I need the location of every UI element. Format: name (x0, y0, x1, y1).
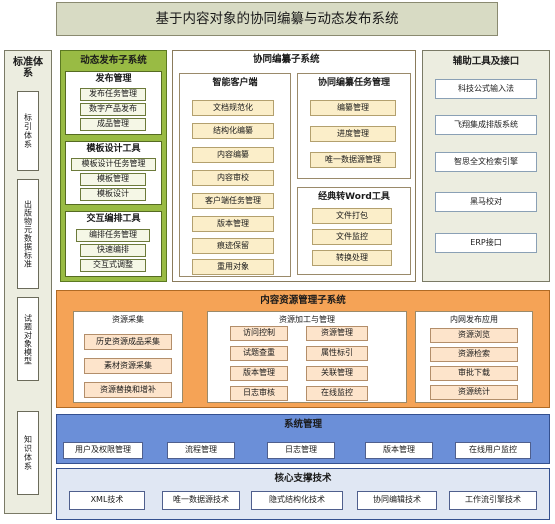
smart-client-group: 智能客户端 文档规范化 结构化编纂 内容编纂 内容审校 客户端任务管理 版本管理… (179, 73, 291, 277)
resource-version-button[interactable]: 版本管理 (230, 366, 288, 381)
process-heading: 资源加工与管理 (279, 314, 335, 324)
erp-interface-button[interactable]: ERP接口 (435, 233, 537, 253)
log-audit-button[interactable]: 日志审核 (230, 386, 288, 401)
content-edit-button[interactable]: 内容编纂 (192, 147, 274, 163)
collect-heading: 资源采集 (112, 314, 144, 324)
collab-task-heading: 协同编纂任务管理 (317, 78, 390, 89)
workflow-management-button[interactable]: 流程管理 (167, 442, 235, 459)
file-monitor-button[interactable]: 文件监控 (312, 229, 392, 245)
history-collect-button[interactable]: 历史资源成品采集 (84, 334, 172, 350)
publish-task-button[interactable]: 发布任务管理 (80, 88, 146, 101)
xml-tech-button[interactable]: XML技术 (69, 491, 145, 510)
template-heading: 模板设计工具 (86, 144, 141, 155)
log-management-button[interactable]: 日志管理 (267, 442, 335, 459)
core-tech-panel: 核心支撑技术 XML技术 唯一数据源技术 隐式结构化技术 协同编辑技术 工作流引… (56, 468, 550, 520)
core-heading: 核心支撑技术 (274, 472, 332, 484)
quick-layout-button[interactable]: 快速编排 (80, 244, 146, 257)
interactive-adjust-button[interactable]: 交互式调整 (80, 259, 146, 272)
question-dedupe-button[interactable]: 试题查重 (230, 346, 288, 361)
publish-heading: 发布管理 (95, 74, 132, 85)
resource-browse-button[interactable]: 资源浏览 (430, 328, 518, 343)
user-permission-button[interactable]: 用户及权限管理 (63, 442, 143, 459)
standard-item-metadata: 出版物元数据标准 (17, 179, 39, 289)
approve-download-button[interactable]: 审批下载 (430, 366, 518, 381)
client-heading: 智能客户端 (212, 78, 258, 89)
content-review-button[interactable]: 内容审校 (192, 170, 274, 186)
collab-task-group: 协同编纂任务管理 编纂管理 进度管理 唯一数据源管理 (297, 73, 411, 179)
intranet-publish-group: 内网发布应用 资源浏览 资源检索 审批下载 资源统计 (415, 311, 533, 403)
collab-heading: 协同编纂子系统 (253, 54, 320, 65)
title-bar: 基于内容对象的协同编纂与动态发布系统 (56, 2, 498, 36)
workflow-engine-tech-button[interactable]: 工作流引擎技术 (449, 491, 537, 510)
resource-replace-button[interactable]: 资源替换和增补 (84, 382, 172, 398)
edit-management-button[interactable]: 编纂管理 (310, 100, 396, 116)
attribute-index-button[interactable]: 属性标引 (306, 346, 368, 361)
template-task-button[interactable]: 模板设计任务管理 (71, 158, 156, 171)
online-user-monitor-button[interactable]: 在线用户监控 (455, 442, 531, 459)
system-management-panel: 系统管理 用户及权限管理 流程管理 日志管理 版本管理 在线用户监控 (56, 414, 550, 464)
resource-process-group: 资源加工与管理 访问控制 资源管理 试题查重 属性标引 版本管理 关联管理 日志… (207, 311, 407, 403)
word-converter-group: 经典转Word工具 文件打包 文件监控 转换处理 (297, 187, 411, 275)
system-heading: 系统管理 (283, 418, 322, 430)
product-management-button[interactable]: 成品管理 (80, 118, 146, 131)
implicit-structure-tech-button[interactable]: 隐式结构化技术 (251, 491, 343, 510)
layout-heading: 交互编排工具 (86, 214, 141, 225)
dynamic-heading: 动态发布子系统 (80, 54, 147, 66)
online-monitor-button[interactable]: 在线监控 (306, 386, 368, 401)
trace-keep-button[interactable]: 痕迹保留 (192, 238, 274, 254)
digital-product-publish-button[interactable]: 数字产品发布 (80, 103, 146, 116)
structured-edit-button[interactable]: 结构化编纂 (192, 123, 274, 139)
standard-item-index: 标引体系 (17, 91, 39, 171)
doc-normalize-button[interactable]: 文档规范化 (192, 100, 274, 116)
formula-input-button[interactable]: 科技公式输入法 (435, 79, 537, 99)
convert-process-button[interactable]: 转换处理 (312, 250, 392, 266)
resource-collect-group: 资源采集 历史资源成品采集 素材资源采集 资源替换和增补 (73, 311, 183, 403)
reuse-object-button[interactable]: 重用对象 (192, 259, 274, 275)
standards-heading: 标准体系 (13, 56, 43, 80)
standards-panel: 标准体系 标引体系 出版物元数据标准 试题对象模型 知识体系 (4, 50, 52, 514)
client-version-button[interactable]: 版本管理 (192, 216, 274, 232)
access-control-button[interactable]: 访问控制 (230, 326, 288, 341)
proofread-button[interactable]: 黑马校对 (435, 192, 537, 212)
relation-management-button[interactable]: 关联管理 (306, 366, 368, 381)
system-version-button[interactable]: 版本管理 (365, 442, 433, 459)
resource-heading: 内容资源管理子系统 (260, 294, 346, 306)
single-source-tech-button[interactable]: 唯一数据源技术 (162, 491, 240, 510)
template-design-button[interactable]: 模板设计 (80, 188, 146, 201)
resource-stats-button[interactable]: 资源统计 (430, 385, 518, 400)
word-heading: 经典转Word工具 (318, 192, 390, 203)
collab-panel: 协同编纂子系统 智能客户端 文档规范化 结构化编纂 内容编纂 内容审校 客户端任… (172, 50, 416, 282)
publish-management-group: 发布管理 发布任务管理 数字产品发布 成品管理 (65, 71, 162, 135)
aux-heading: 辅助工具及接口 (452, 55, 520, 67)
dynamic-publish-panel: 动态发布子系统 发布管理 发布任务管理 数字产品发布 成品管理 模板设计工具 模… (60, 50, 167, 282)
template-design-group: 模板设计工具 模板设计任务管理 模板管理 模板设计 (65, 141, 162, 205)
file-pack-button[interactable]: 文件打包 (312, 208, 392, 224)
resource-search-button[interactable]: 资源检索 (430, 347, 518, 362)
collab-edit-tech-button[interactable]: 协同编辑技术 (357, 491, 437, 510)
standard-item-knowledge: 知识体系 (17, 411, 39, 495)
resource-management-button[interactable]: 资源管理 (306, 326, 368, 341)
template-management-button[interactable]: 模板管理 (80, 173, 146, 186)
progress-management-button[interactable]: 进度管理 (310, 126, 396, 142)
client-task-button[interactable]: 客户端任务管理 (192, 193, 274, 209)
diagram-title: 基于内容对象的协同编纂与动态发布系统 (155, 10, 399, 27)
material-collect-button[interactable]: 素材资源采集 (84, 358, 172, 374)
interactive-layout-group: 交互编排工具 编排任务管理 快速编排 交互式调整 (65, 211, 162, 277)
standard-item-question-model: 试题对象模型 (17, 297, 39, 381)
single-source-button[interactable]: 唯一数据源管理 (310, 152, 396, 168)
aux-tools-panel: 辅助工具及接口 科技公式输入法 飞翔集成排版系统 智思全文检索引擎 黑马校对 E… (422, 50, 550, 282)
typesetting-system-button[interactable]: 飞翔集成排版系统 (435, 115, 537, 135)
fulltext-search-button[interactable]: 智思全文检索引擎 (435, 152, 537, 172)
layout-task-button[interactable]: 编排任务管理 (76, 229, 150, 242)
intranet-heading: 内网发布应用 (450, 314, 498, 324)
resource-panel: 内容资源管理子系统 资源采集 历史资源成品采集 素材资源采集 资源替换和增补 资… (56, 290, 550, 408)
